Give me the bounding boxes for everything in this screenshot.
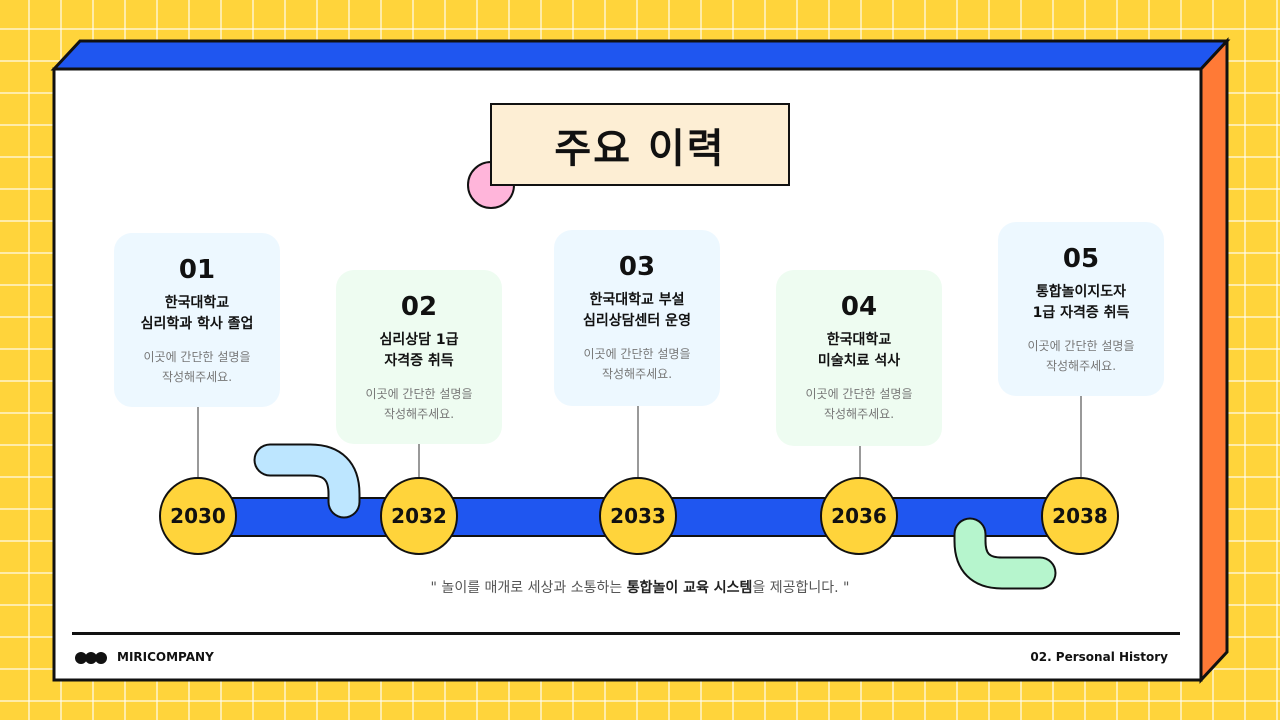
- card-title: 한국대학교 심리학과 학사 졸업: [140, 295, 254, 332]
- card-description: 이곳에 간단한 설명을 작성해주세요.: [805, 387, 913, 421]
- year-circle-4: 2036: [820, 477, 898, 555]
- slogan-text-end: 을 제공합니다. ": [752, 580, 850, 596]
- connector-line: [197, 407, 199, 477]
- logo-dot-3: [95, 652, 107, 664]
- timeline-card-2: 02 심리상담 1급 자격증 취득 이곳에 간단한 설명을 작성해주세요.: [336, 270, 502, 444]
- company-name: MIRICOMPANY: [117, 650, 214, 664]
- card-description: 이곳에 간단한 설명을 작성해주세요.: [365, 387, 473, 421]
- card-title: 한국대학교 미술치료 석사: [817, 332, 901, 369]
- slogan: " 놀이를 매개로 세상과 소통하는 통합놀이 교육 시스템을 제공합니다. ": [0, 577, 1280, 597]
- connector-line: [859, 446, 861, 477]
- card-number: 02: [400, 292, 438, 322]
- card-number: 04: [840, 292, 878, 322]
- year-circle-3: 2033: [599, 477, 677, 555]
- page-label: 02. Personal History: [1030, 650, 1168, 664]
- connector-line: [1080, 396, 1082, 477]
- connector-line: [418, 444, 420, 477]
- card-description: 이곳에 간단한 설명을 작성해주세요.: [1027, 339, 1135, 373]
- card-number: 05: [1062, 244, 1100, 274]
- connector-line: [637, 406, 639, 477]
- card-title: 한국대학교 부설 심리상담센터 운영: [583, 292, 691, 329]
- logo-dot-1: [75, 652, 87, 664]
- slogan-text-start: " 놀이를 매개로 세상과 소통하는: [430, 580, 627, 596]
- card-description: 이곳에 간단한 설명을 작성해주세요.: [583, 347, 691, 381]
- year-circle-2: 2032: [380, 477, 458, 555]
- year-circle-5: 2038: [1041, 477, 1119, 555]
- logo-dot-2: [85, 652, 97, 664]
- card-number: 01: [178, 255, 216, 285]
- card-title: 심리상담 1급 자격증 취득: [379, 332, 459, 369]
- frame-top-bar: [50, 39, 1231, 71]
- slogan-highlight: 통합놀이 교육 시스템: [626, 580, 753, 596]
- year-circle-1: 2030: [159, 477, 237, 555]
- timeline-card-3: 03 한국대학교 부설 심리상담센터 운영 이곳에 간단한 설명을 작성해주세요…: [554, 230, 720, 406]
- footer-divider: [72, 632, 1180, 635]
- slide-title: 주요 이력: [490, 103, 790, 186]
- card-title: 통합놀이지도자 1급 자격증 취득: [1032, 284, 1130, 321]
- timeline-card-1: 01 한국대학교 심리학과 학사 졸업 이곳에 간단한 설명을 작성해주세요.: [114, 233, 280, 407]
- card-number: 03: [618, 252, 656, 282]
- timeline-card-5: 05 통합놀이지도자 1급 자격증 취득 이곳에 간단한 설명을 작성해주세요.: [998, 222, 1164, 396]
- timeline-card-4: 04 한국대학교 미술치료 석사 이곳에 간단한 설명을 작성해주세요.: [776, 270, 942, 446]
- card-description: 이곳에 간단한 설명을 작성해주세요.: [143, 350, 251, 384]
